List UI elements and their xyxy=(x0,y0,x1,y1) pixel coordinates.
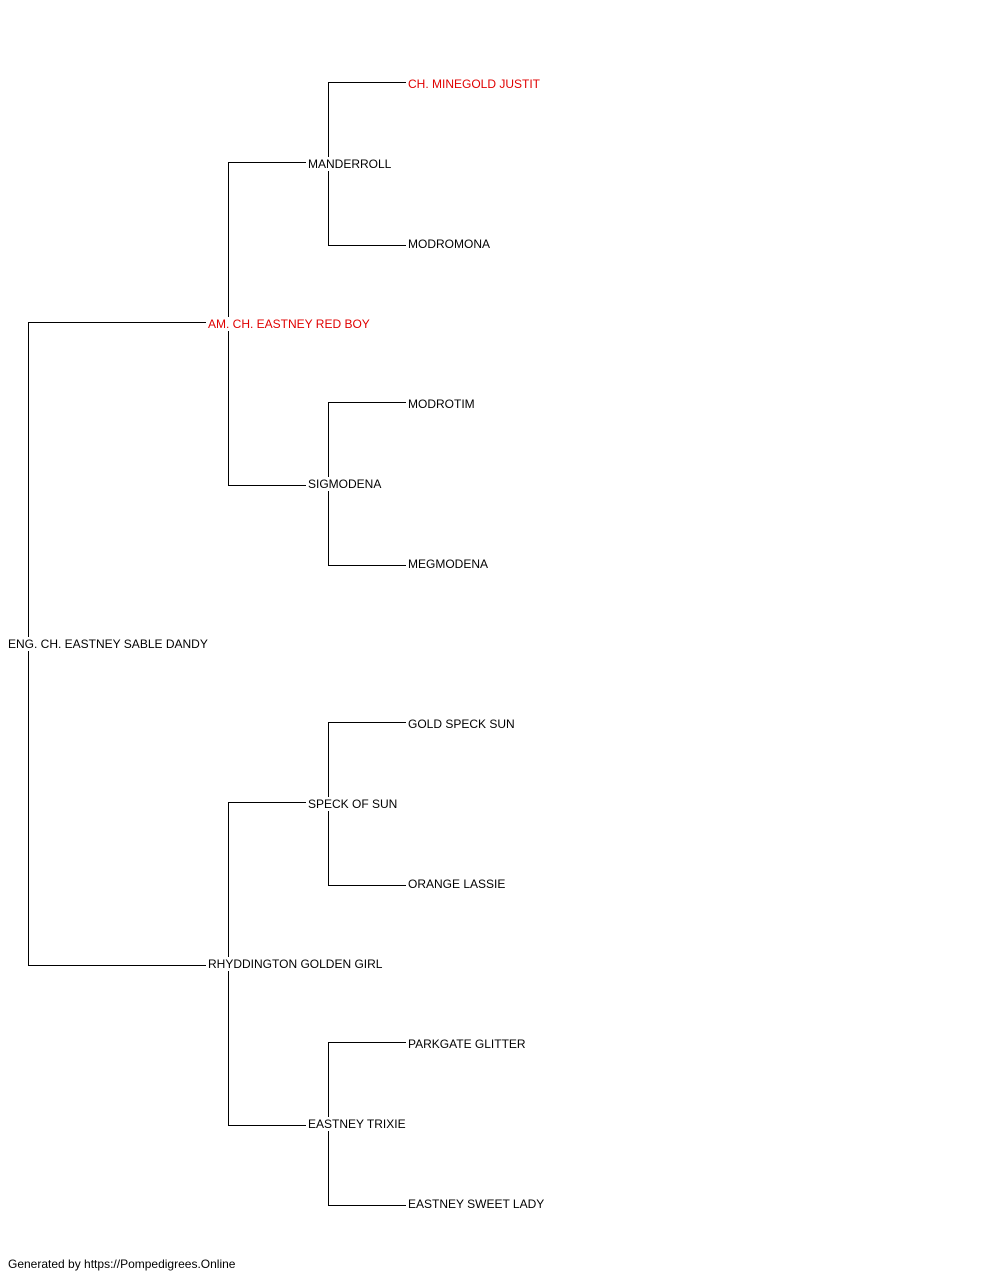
generated-by-footer: Generated by https://Pompedigrees.Online xyxy=(8,1257,236,1271)
sire-dam-name[interactable]: SIGMODENA xyxy=(308,477,383,491)
sire-sire-dam-name[interactable]: MODROMONA xyxy=(408,237,491,251)
sire-dam-dam-name[interactable]: MEGMODENA xyxy=(408,557,490,571)
dam-name[interactable]: RHYDDINGTON GOLDEN GIRL xyxy=(208,957,384,971)
sire-sire-sire-name[interactable]: CH. MINEGOLD JUSTIT xyxy=(408,77,542,91)
sire-dam-sire-name[interactable]: MODROTIM xyxy=(408,397,476,411)
dam-sire-sire-name[interactable]: GOLD SPECK SUN xyxy=(408,717,516,731)
dam-dam-dam-name[interactable]: EASTNEY SWEET LADY xyxy=(408,1197,546,1211)
dam-sire-name[interactable]: SPECK OF SUN xyxy=(308,797,399,811)
dam-sire-dam-name[interactable]: ORANGE LASSIE xyxy=(408,877,507,891)
sire-sire-name[interactable]: MANDERROLL xyxy=(308,157,393,171)
dam-dam-sire-name[interactable]: PARKGATE GLITTER xyxy=(408,1037,527,1051)
dam-dam-name[interactable]: EASTNEY TRIXIE xyxy=(308,1117,407,1131)
sire-name[interactable]: AM. CH. EASTNEY RED BOY xyxy=(208,317,371,331)
subject-name[interactable]: ENG. CH. EASTNEY SABLE DANDY xyxy=(8,637,209,651)
